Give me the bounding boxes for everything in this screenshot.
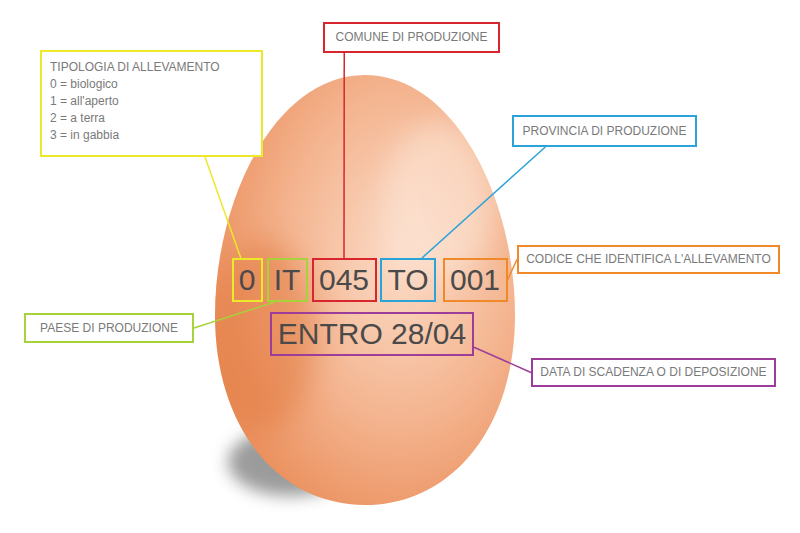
code-box: IT bbox=[267, 258, 308, 302]
date-box: ENTRO 28/04 bbox=[270, 312, 474, 356]
code-meaning: 2 = a terra bbox=[50, 110, 105, 127]
callout-box: COMUNE DI PRODUZIONE bbox=[323, 22, 500, 53]
egg-highlight bbox=[385, 120, 495, 280]
callout-heading: TIPOLOGIA DI ALLEVAMENTO bbox=[50, 59, 220, 76]
leader-line bbox=[474, 347, 531, 372]
code-box: 001 bbox=[443, 258, 508, 302]
callout-box: PROVINCIA DI PRODUZIONE bbox=[512, 115, 697, 147]
leader-line bbox=[194, 302, 275, 328]
leader-line bbox=[422, 147, 545, 258]
code-segment: 045 bbox=[319, 264, 369, 296]
callout-text: PROVINCIA DI PRODUZIONE bbox=[522, 123, 686, 140]
type-callout: TIPOLOGIA DI ALLEVAMENTO0 = biologico1 =… bbox=[40, 50, 263, 157]
code-segment: TO bbox=[387, 264, 428, 296]
leader-line bbox=[205, 157, 241, 258]
code-segment: 0 bbox=[239, 264, 256, 296]
callout-text: DATA DI SCADENZA O DI DEPOSIZIONE bbox=[540, 364, 766, 381]
callout-box: PAESE DI PRODUZIONE bbox=[24, 313, 194, 343]
code-segment: IT bbox=[274, 264, 301, 296]
code-meaning: 1 = all'aperto bbox=[50, 93, 119, 110]
callout-text: PAESE DI PRODUZIONE bbox=[40, 320, 178, 337]
code-meaning: 3 = in gabbia bbox=[50, 127, 119, 144]
code-meaning: 0 = biologico bbox=[50, 76, 118, 93]
leader-line bbox=[343, 53, 345, 258]
callout-box: CODICE CHE IDENTIFICA L'ALLEVAMENTO bbox=[517, 245, 780, 274]
code-segment: ENTRO 28/04 bbox=[278, 318, 466, 350]
callout-text: COMUNE DI PRODUZIONE bbox=[335, 29, 487, 46]
code-box: TO bbox=[380, 258, 436, 302]
callout-text: CODICE CHE IDENTIFICA L'ALLEVAMENTO bbox=[526, 251, 771, 268]
code-segment: 001 bbox=[450, 264, 500, 296]
code-box: 045 bbox=[312, 258, 377, 302]
callout-box: DATA DI SCADENZA O DI DEPOSIZIONE bbox=[531, 358, 776, 387]
leader-line bbox=[508, 260, 518, 281]
code-box: 0 bbox=[232, 258, 263, 302]
